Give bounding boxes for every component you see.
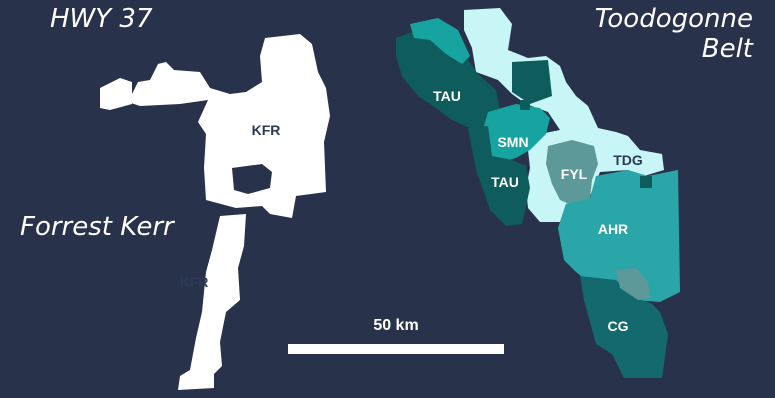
kfr-south-claim <box>178 214 246 390</box>
tau-east-block <box>512 60 552 104</box>
cg-claim <box>580 276 668 378</box>
fyl-label: FYL <box>560 166 588 182</box>
hwy-37-title: HWY 37 <box>50 4 153 34</box>
smn-dark-inlay <box>520 100 530 110</box>
toodogonne-belt-title: Toodogonne Belt <box>595 4 753 64</box>
tau-north-claim <box>396 32 500 128</box>
kfr-interior-gap <box>232 164 272 194</box>
tdg-label: TDG <box>613 152 643 168</box>
tau-south-label: TAU <box>491 174 519 190</box>
tdg-dark-inlay <box>640 176 652 188</box>
kfr-north-label: KFR <box>251 122 281 138</box>
toodogonne-title-line2: Belt <box>701 34 753 64</box>
forrest-kerr-title: Forrest Kerr <box>20 212 174 242</box>
kfr-west-lobe <box>100 78 132 110</box>
toodogonne-title-line1: Toodogonne <box>594 4 753 34</box>
fyl-claim <box>546 140 598 206</box>
tdg-claim <box>464 8 664 222</box>
smn-label: SMN <box>497 134 529 150</box>
tau-north-label: TAU <box>433 88 461 104</box>
tau-inner-claim <box>410 18 470 64</box>
tau-south-claim <box>468 126 530 226</box>
smn-claim <box>480 104 550 162</box>
ahr-cg-inlay <box>616 268 650 300</box>
ahr-label: AHR <box>597 221 629 237</box>
cg-label: CG <box>607 318 629 334</box>
scale-bar-label: 50 km <box>373 317 419 334</box>
kfr-north-claim <box>128 34 330 218</box>
kfr-south-label: KFR <box>179 274 209 290</box>
scale-bar <box>288 344 504 354</box>
ahr-claim <box>558 170 680 302</box>
